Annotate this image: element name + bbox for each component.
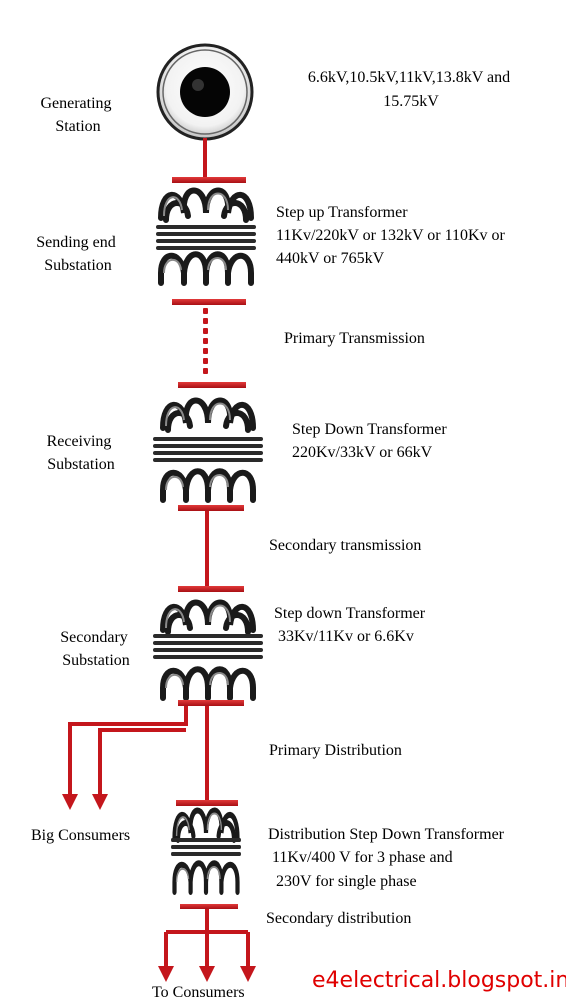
consumer-feeder bbox=[164, 930, 250, 968]
secondary-distribution-label: Secondary distribution bbox=[266, 910, 411, 927]
sending-end-substation-label: Sending end Substation bbox=[36, 234, 120, 274]
generation-voltage-label: 6.6kV,10.5kV,11kV,13.8kV and 15.75kV bbox=[308, 69, 514, 110]
big-consumers-label: Big Consumers bbox=[31, 827, 130, 844]
receiving-substation-label: Receiving Substation bbox=[47, 433, 116, 473]
to-consumers-label: To Consumers bbox=[152, 984, 245, 1000]
busbar-generator bbox=[172, 177, 246, 183]
busbar-receiving-out bbox=[178, 505, 244, 511]
step-down-transformer-1-label: Step Down Transformer 220Kv/33kV or 66kV bbox=[292, 421, 451, 461]
distribution-transformer-label: Distribution Step Down Transformer 11Kv/… bbox=[268, 826, 508, 890]
busbar-sending-end bbox=[172, 299, 246, 305]
step-down-transformer-1-icon bbox=[153, 401, 263, 501]
step-up-transformer-label: Step up Transformer 11Kv/220kV or 132kV … bbox=[276, 204, 509, 267]
big-consumer-arrow-2 bbox=[92, 794, 108, 810]
secondary-substation-label: Secondary Substation bbox=[60, 629, 132, 669]
generator-icon bbox=[156, 43, 254, 141]
primary-distribution-label: Primary Distribution bbox=[269, 742, 402, 759]
primary-transmission-line bbox=[203, 308, 208, 374]
step-down-transformer-2-label: Step down Transformer 33Kv/11Kv or 6.6Kv bbox=[274, 605, 429, 645]
big-consumer-arrow-1 bbox=[62, 794, 78, 810]
busbar-distribution-out bbox=[180, 904, 238, 909]
step-up-transformer-icon bbox=[156, 191, 256, 284]
big-consumers-feeder bbox=[68, 706, 188, 795]
watermark-text: e4electrical.blogspot.in bbox=[312, 968, 566, 993]
primary-transmission-label: Primary Transmission bbox=[284, 330, 425, 347]
big-consumers-feeder-2 bbox=[98, 728, 186, 795]
consumer-arrow-1 bbox=[158, 966, 174, 982]
busbar-secondary-in bbox=[178, 586, 244, 592]
busbar-receiving-in bbox=[178, 382, 246, 388]
step-down-transformer-2-icon bbox=[153, 603, 263, 699]
busbar-distribution-in bbox=[176, 800, 238, 806]
secondary-transmission-label: Secondary transmission bbox=[269, 537, 421, 554]
consumer-arrow-2 bbox=[199, 966, 215, 982]
distribution-transformer-icon bbox=[171, 811, 241, 893]
busbar-secondary-out bbox=[178, 700, 244, 706]
generating-station-label: Generating Station bbox=[40, 95, 115, 135]
consumer-arrow-3 bbox=[240, 966, 256, 982]
